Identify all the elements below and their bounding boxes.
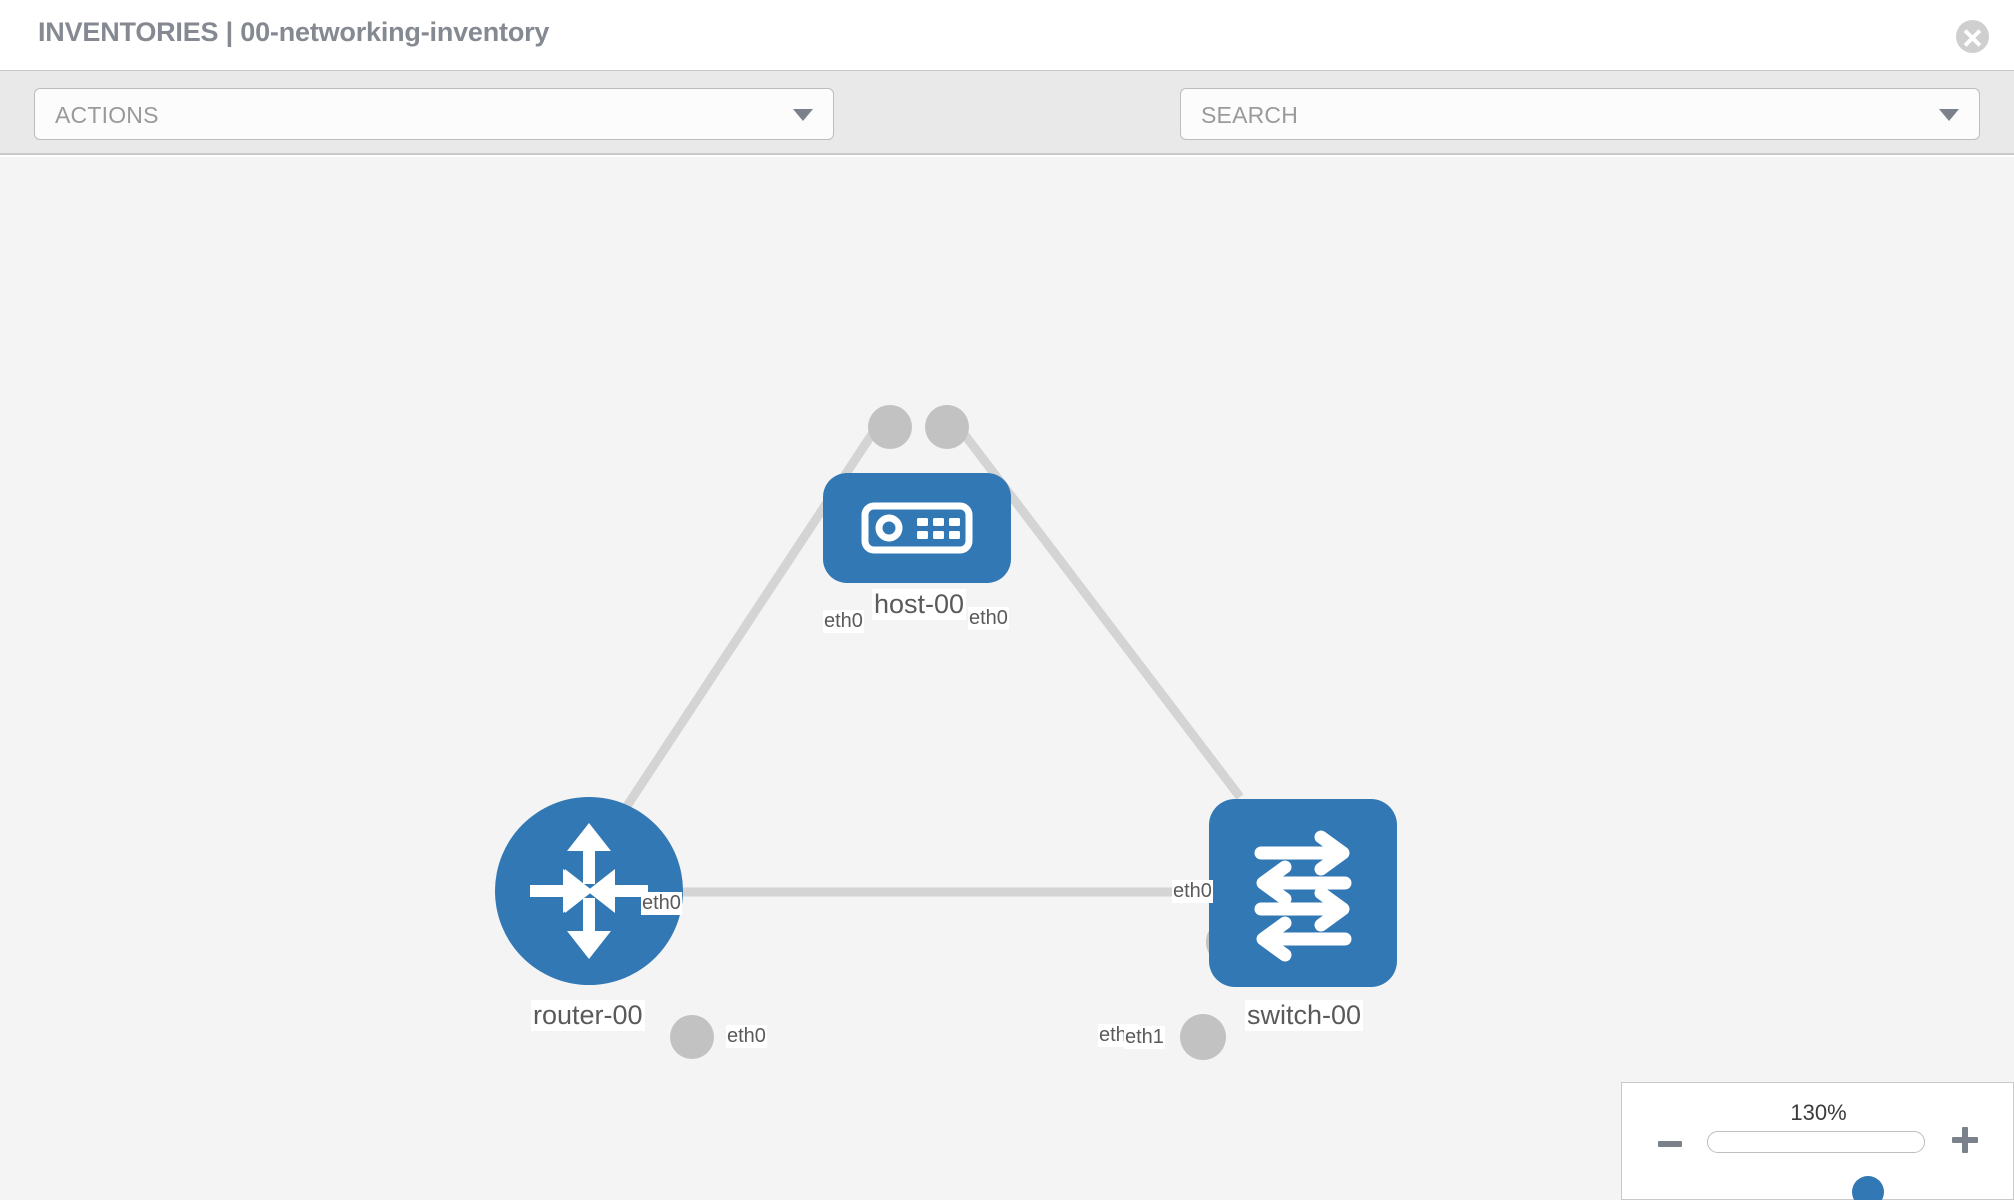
close-icon[interactable] — [1956, 20, 1989, 53]
search-placeholder: SEARCH — [1201, 102, 1299, 128]
search-input[interactable]: SEARCH — [1180, 88, 1980, 140]
chevron-down-icon — [793, 109, 813, 121]
node-host-00-shape[interactable] — [823, 473, 1011, 583]
toolbar: ACTIONS SEARCH — [0, 70, 2014, 200]
edge-label-router-horizontal: eth0 — [726, 1025, 767, 1048]
zoom-control-panel: 130% — [1621, 1082, 2014, 1200]
node-router-00[interactable] — [495, 797, 683, 985]
edge-label-router-diagonal: eth0 — [641, 892, 682, 915]
topology-edges — [596, 419, 1244, 897]
port-host-right — [925, 405, 969, 449]
edge-label-host-right: eth0 — [968, 607, 1009, 630]
zoom-slider-thumb[interactable] — [1852, 1176, 1884, 1200]
plus-icon[interactable] — [1952, 1127, 1978, 1153]
chevron-down-icon[interactable] — [1939, 109, 1959, 121]
actions-dropdown[interactable]: ACTIONS — [34, 88, 834, 140]
edge-label-host-left: eth0 — [823, 610, 864, 633]
port-switch-left — [1180, 1014, 1226, 1060]
edge-label-switch-horizontal: eth1 — [1124, 1026, 1165, 1049]
port-host-left — [868, 405, 912, 449]
node-router-00-label: router-00 — [531, 1000, 645, 1032]
node-switch-00-label: switch-00 — [1245, 1000, 1364, 1032]
node-switch-00-shape[interactable] — [1209, 799, 1397, 987]
node-host-00[interactable] — [823, 473, 1011, 583]
edge-label-switch-diagonal: eth0 — [1172, 880, 1213, 903]
topology-canvas[interactable]: host-00 eth0 eth0 — [0, 157, 2014, 1200]
node-switch-00[interactable] — [1209, 799, 1397, 987]
zoom-slider-track[interactable] — [1707, 1131, 1925, 1200]
node-router-00-shape[interactable] — [495, 797, 683, 985]
page-title: INVENTORIES | 00-networking-inventory — [38, 17, 550, 47]
zoom-level-value: 130% — [1790, 1100, 1847, 1125]
port-router-right — [670, 1015, 714, 1059]
actions-dropdown-label: ACTIONS — [55, 102, 159, 128]
page-header: INVENTORIES | 00-networking-inventory — [0, 0, 2014, 70]
node-host-00-label: host-00 — [872, 589, 967, 621]
minus-icon[interactable] — [1658, 1141, 1682, 1147]
